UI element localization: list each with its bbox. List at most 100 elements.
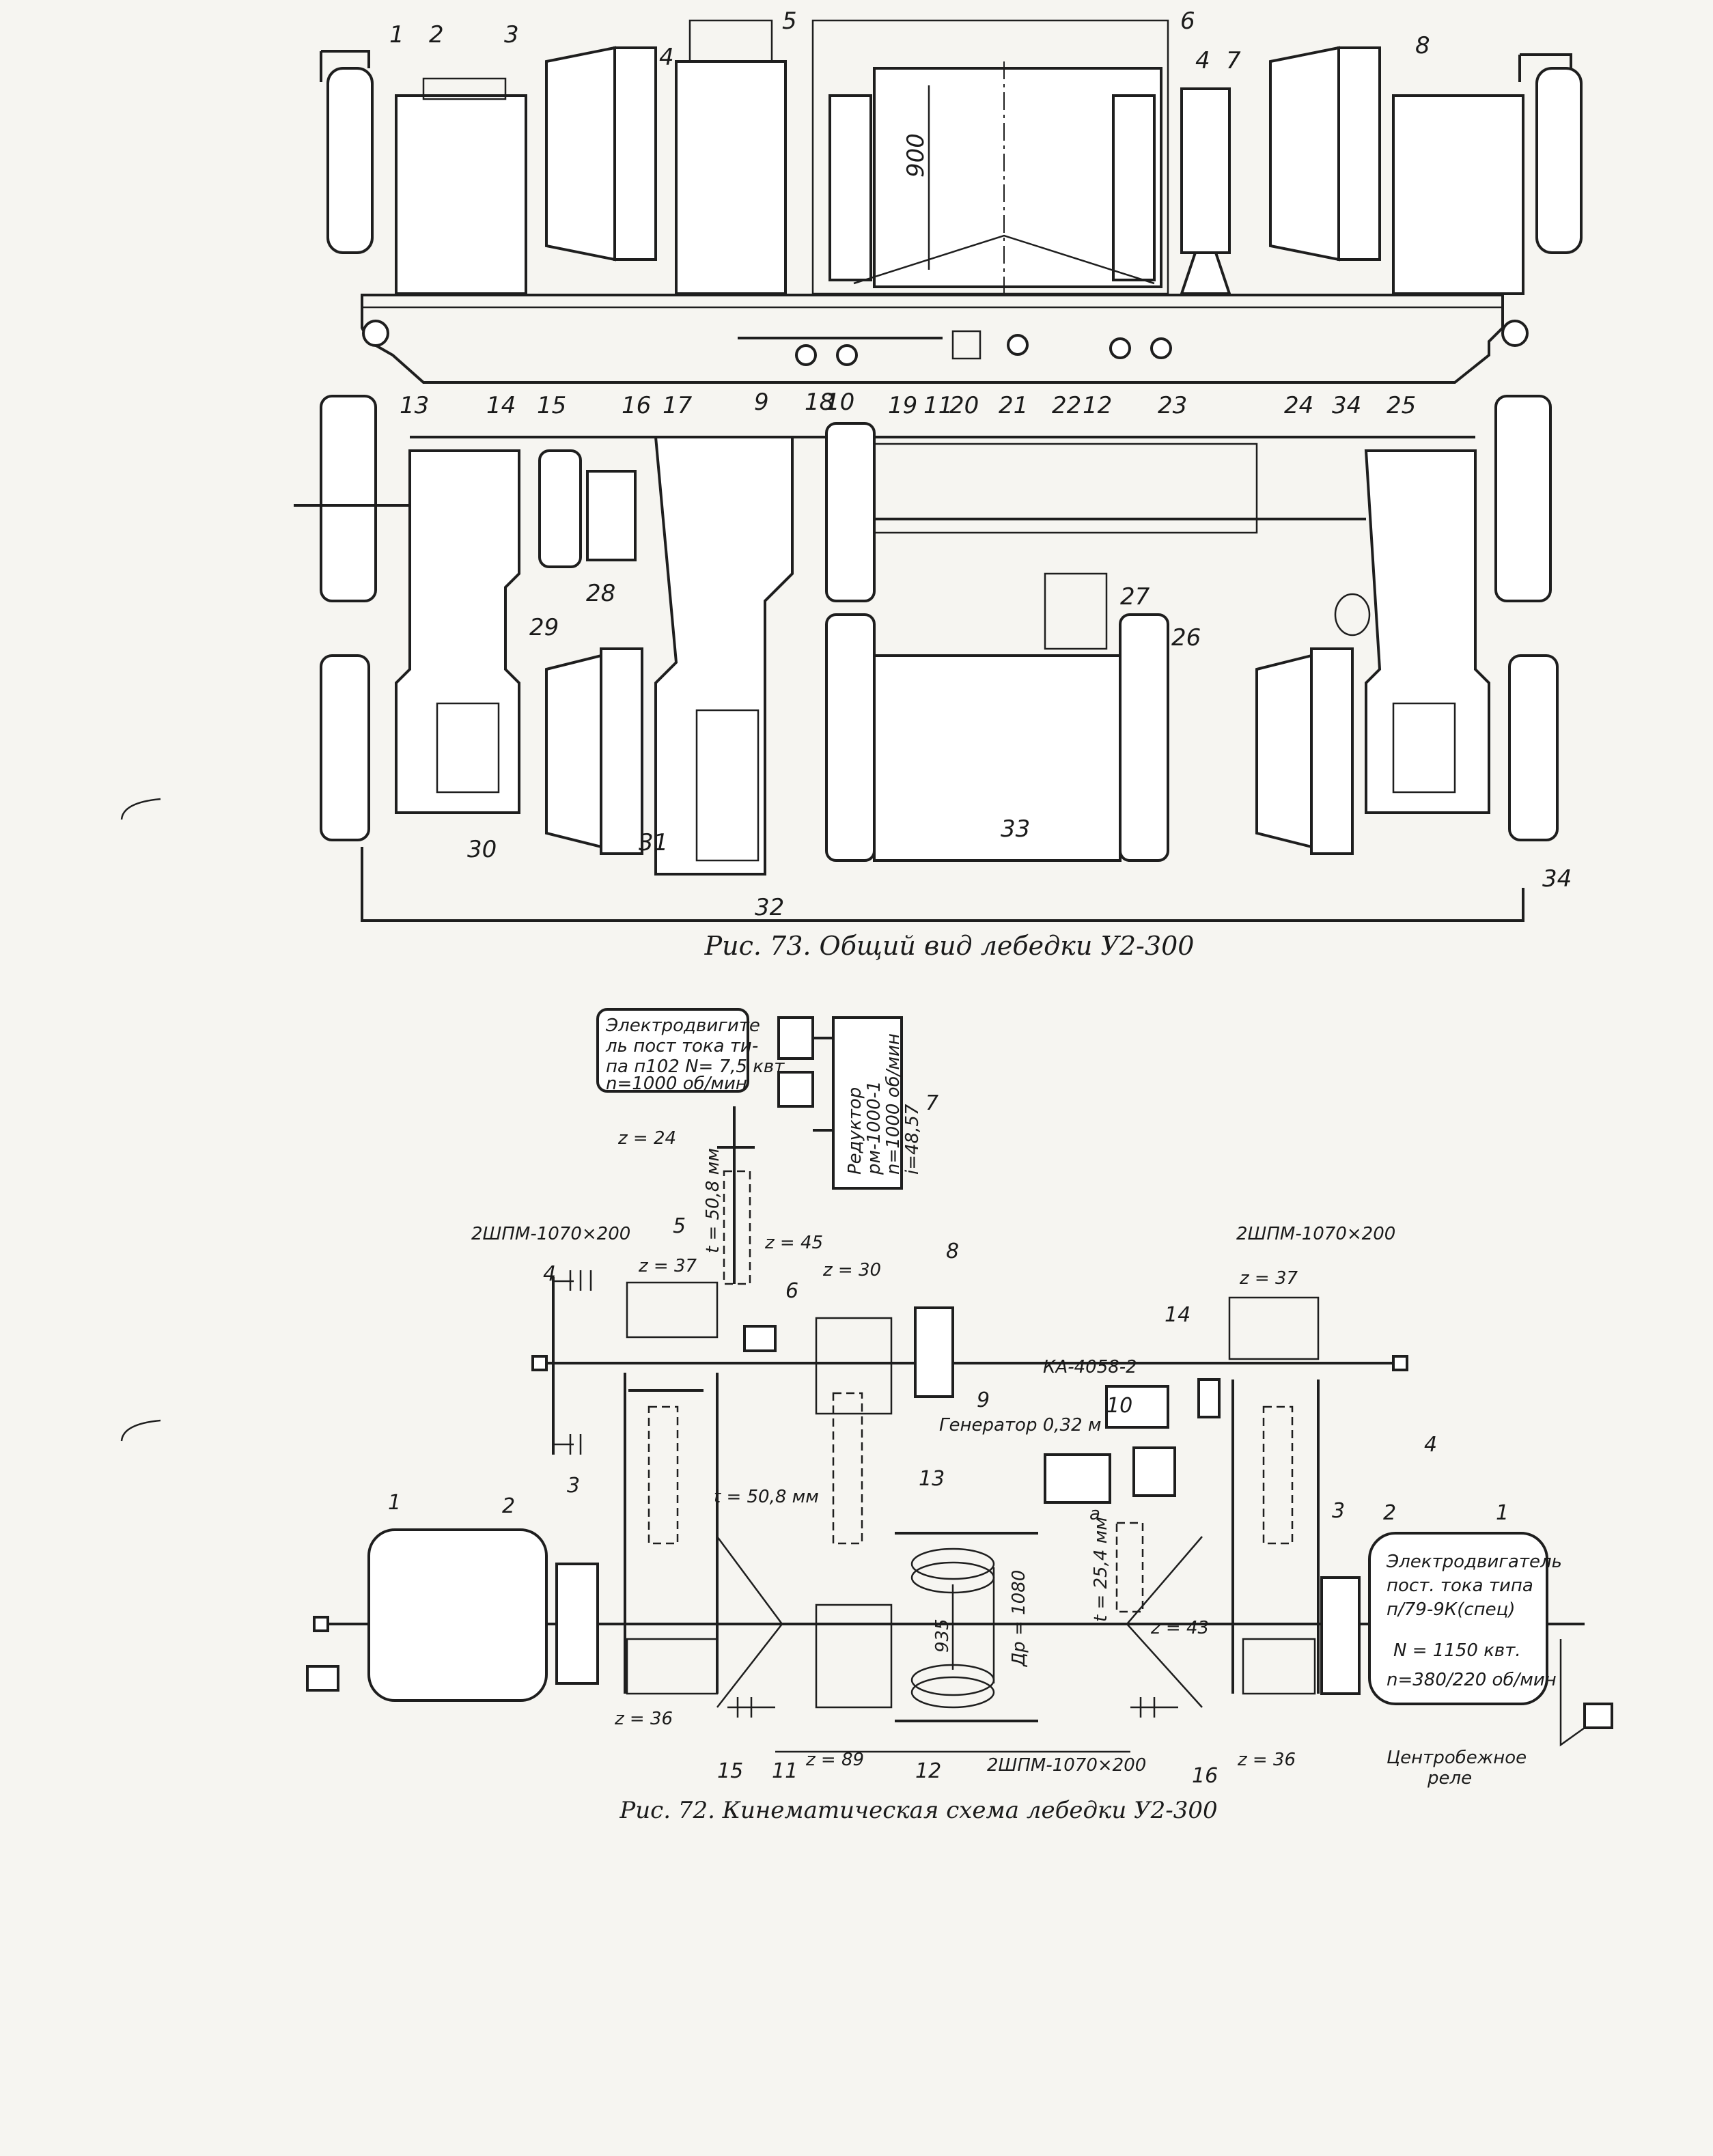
- fig73-gearbox: [675, 60, 787, 295]
- fig73-plan-flywheel-tl: [320, 395, 377, 602]
- fig73-label: 8: [1415, 32, 1430, 59]
- fig73-plan-frame: [361, 847, 1524, 922]
- fig72-z-label: z = 45: [764, 1233, 823, 1253]
- fig72-clutch-4-lower: [553, 1434, 582, 1455]
- fig72-chain-small: [723, 1170, 751, 1285]
- fig72-reducer-line: i=48,57: [902, 1104, 923, 1175]
- fig72-big-motor-line: n=380/220 об/мин: [1387, 1670, 1557, 1690]
- fig72-z-label: z = 37: [638, 1256, 697, 1276]
- fig72-num: 4: [543, 1262, 556, 1286]
- fig73-motor-cap: [422, 77, 507, 100]
- fig73-label: 24: [1284, 392, 1313, 419]
- fig73-label: 31: [639, 829, 668, 856]
- fig73-drum-rim: [613, 46, 657, 261]
- fig73-label: 30: [467, 836, 497, 863]
- fig73-plan-flywheel-br: [1508, 654, 1559, 841]
- fig73-clutch-15: [538, 449, 582, 568]
- fig72-generator: [1044, 1453, 1111, 1504]
- fig73-bolt: [1150, 337, 1172, 359]
- fig72-z-label: z = 37: [1239, 1268, 1298, 1289]
- fig73-sprocket-left: [436, 702, 500, 794]
- fig73-drum-left: [545, 46, 616, 262]
- fig72-upper-shaft-end: [531, 1355, 548, 1371]
- fig73-label: 23: [1158, 392, 1187, 419]
- fig73-label: 4: [659, 44, 674, 71]
- fig73-reducer-foot: [1180, 251, 1231, 295]
- fig72-motor-right-cap: [1320, 1576, 1361, 1695]
- fig72-ka-4058-2: [1105, 1385, 1169, 1429]
- fig73-bolt: [1109, 337, 1131, 359]
- fig72-num: 5: [673, 1214, 686, 1238]
- fig73-chain-case-center: [654, 436, 794, 876]
- punch-hole-mark: [120, 1419, 161, 1442]
- fig73-label: 20: [949, 392, 979, 419]
- fig72-reducer-line: n=1000 об/мин: [883, 1033, 904, 1175]
- fig72-scheme: [306, 1008, 1613, 1753]
- fig72-num: 15: [717, 1759, 743, 1783]
- fig72-num: 14: [1165, 1303, 1190, 1327]
- fig72-num: 10: [1106, 1394, 1132, 1418]
- punch-hole-mark: [120, 798, 161, 820]
- fig72-dim-935-label: 935: [932, 1619, 953, 1653]
- fig72-small-motor-line: ль пост тока ти-: [605, 1036, 758, 1056]
- fig73-plan-brake-br: [1119, 613, 1169, 862]
- fig73-label: 27: [1120, 583, 1150, 611]
- fig73-label: 6: [1180, 8, 1195, 35]
- fig72-big-motor-line: п/79-9К(спец): [1387, 1599, 1516, 1620]
- fig73-plan-main-drum: [873, 654, 1122, 862]
- fig72-num: 1: [1496, 1501, 1509, 1525]
- fig73-brake-linkage: [853, 234, 1155, 285]
- fig73-label: 1: [389, 21, 404, 48]
- fig73-bolt: [836, 344, 858, 366]
- fig72-z-label: z = 36: [614, 1709, 673, 1729]
- fig73-bolt: [1007, 334, 1029, 356]
- fig72-reducer-line: рм-1000-1: [864, 1080, 885, 1175]
- fig72-motor-left: [367, 1528, 548, 1702]
- fig73-clutch-16: [586, 470, 637, 561]
- fig72-clutch-lower-right: [1130, 1697, 1178, 1718]
- fig73-label: 13: [400, 392, 429, 419]
- fig73-label: 5: [782, 8, 797, 35]
- fig72-small-motor: [777, 1016, 814, 1060]
- fig72-relay-left: [306, 1665, 339, 1692]
- fig73-plan-flywheel-bl: [320, 654, 370, 841]
- fig73-sprocket-center: [695, 709, 760, 862]
- fig73-plan-drum-r-rim: [1310, 647, 1354, 855]
- fig72-chain-13: [832, 1392, 863, 1545]
- fig73-label: 19: [888, 392, 917, 419]
- fig73-label: 3: [504, 21, 519, 48]
- fig73-drum-right-rim: [1337, 46, 1381, 261]
- fig72-big-motor-line: пост. тока типа: [1387, 1576, 1533, 1596]
- fig72-relay-text: Центробежное: [1387, 1748, 1527, 1768]
- fig72-num: 1: [388, 1491, 401, 1515]
- fig73-plan-drum-l-rim: [600, 647, 643, 855]
- fig72-item-14-box: [1197, 1378, 1221, 1418]
- fig73-label: 2: [429, 21, 444, 48]
- fig72-num: 3: [567, 1474, 580, 1498]
- fig72-pitch-label: t = 50,8 мм: [714, 1487, 819, 1507]
- fig73-label: 9: [754, 389, 769, 416]
- fig73-plan-flywheel-tr: [1494, 395, 1552, 602]
- fig73-caption: Рис. 73. Общий вид лебедки У2-300: [704, 931, 1195, 961]
- fig72-num: 11: [772, 1759, 798, 1783]
- fig73-plan-top-assembly: [873, 443, 1258, 534]
- fig73-gearbox-top: [688, 19, 773, 63]
- fig72-point-a: a: [1089, 1504, 1100, 1524]
- fig73-label: 16: [622, 392, 651, 419]
- fig72-centrifugal-relay-box: [1583, 1703, 1613, 1729]
- fig72-lower-shaft-end: [313, 1616, 329, 1632]
- fig73-wheel-left: [362, 320, 389, 347]
- fig72-clutch-15: [727, 1697, 775, 1718]
- fig72-num: 7: [925, 1091, 938, 1115]
- fig73-label: 25: [1387, 392, 1416, 419]
- fig73-drum-frame: [811, 19, 1169, 295]
- fig73-plan-view: [294, 395, 1559, 922]
- fig73-plan-brake-top-l: [825, 422, 876, 602]
- fig73-labels: 1 2 3 4 5 6 4 7 8 9 18 10 11 20 21 22 12…: [389, 8, 1572, 921]
- fig73-label: 22: [1052, 392, 1081, 419]
- fig73-label: 7: [1226, 47, 1241, 74]
- fig72-brake-8: [914, 1306, 954, 1398]
- fig72-num: 6: [785, 1279, 798, 1303]
- fig73-reducer: [1180, 87, 1231, 254]
- fig73-wheel-right: [1501, 320, 1529, 347]
